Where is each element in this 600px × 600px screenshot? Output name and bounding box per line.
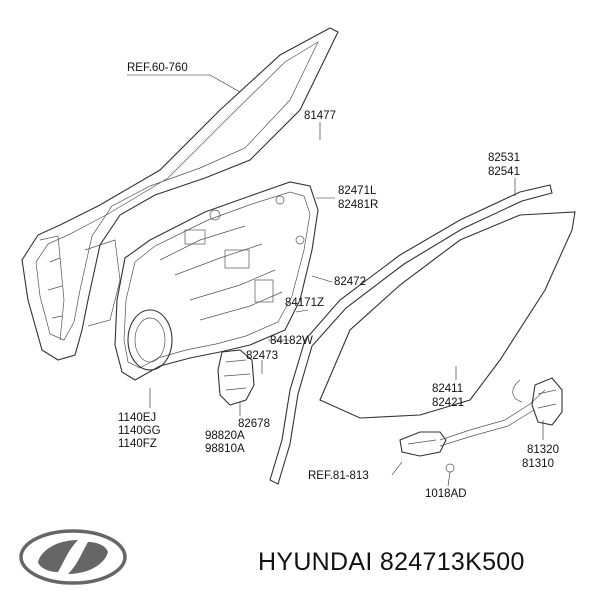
- hyundai-logo-icon: [19, 529, 127, 585]
- label-82411: 82411: [432, 383, 463, 395]
- part-caption: HYUNDAI 824713K500: [258, 548, 525, 577]
- brand-name: HYUNDAI: [258, 548, 373, 576]
- label-82531: 82531: [488, 152, 520, 164]
- label-84171Z: 84171Z: [285, 297, 324, 309]
- label-82541: 82541: [488, 166, 520, 178]
- label-84182W: 84182W: [270, 335, 313, 347]
- label-82471L: 82471L: [338, 185, 377, 197]
- label-ref-60-760: REF.60-760: [127, 62, 188, 74]
- label-81477: 81477: [304, 110, 336, 122]
- label-82473: 82473: [246, 350, 278, 362]
- leader-lines: [127, 74, 544, 487]
- label-1140EJ: 1140EJ: [118, 412, 156, 424]
- label-1140FZ: 1140FZ: [118, 438, 157, 450]
- window-glass: [319, 211, 576, 419]
- label-81310: 81310: [522, 458, 554, 470]
- label-98810A: 98810A: [205, 443, 245, 455]
- label-ref-81-813: REF.81-813: [308, 470, 369, 482]
- label-1140GG: 1140GG: [118, 425, 161, 437]
- window-run-channel: [269, 184, 553, 485]
- label-1018AD: 1018AD: [425, 488, 467, 500]
- parts-diagram: REF.60-760 81477 82531 82541 82471L 8248…: [21, 27, 576, 500]
- door-frame: [21, 27, 339, 361]
- label-98820A: 98820A: [205, 430, 245, 442]
- label-81320: 81320: [527, 444, 559, 456]
- label-82678: 82678: [238, 418, 270, 430]
- latch-assembly: [217, 349, 255, 406]
- label-82421: 82421: [432, 397, 464, 409]
- door-module-panel: [114, 181, 319, 381]
- part-number: 824713K500: [379, 548, 525, 576]
- label-82472: 82472: [334, 276, 366, 288]
- door-latch-actuator: [531, 377, 563, 426]
- label-82481R: 82481R: [338, 199, 378, 211]
